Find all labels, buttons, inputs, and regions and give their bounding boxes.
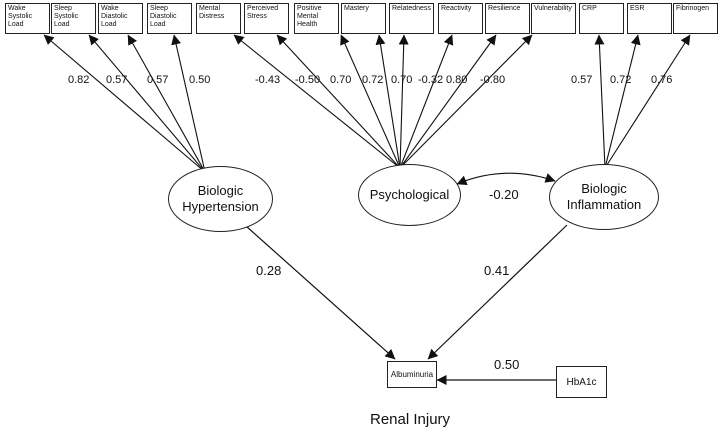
loading-arrow [398, 34, 409, 169]
indicator-box: Perceived Stress [244, 3, 289, 34]
indicator-box: Resilience [485, 3, 530, 34]
renal-injury-title: Renal Injury [370, 411, 451, 428]
indicator-box: Wake Systolic Load [5, 3, 50, 34]
indicator-box: Mastery [341, 3, 386, 34]
loading-arrow [375, 34, 401, 169]
loading-arrow [171, 34, 206, 173]
loading-label: 0.76 [651, 74, 673, 86]
loading-label: 0.72 [362, 74, 384, 86]
loading-arrow [594, 34, 606, 169]
loading-label: 0.70 [330, 74, 352, 86]
loading-label: 0.82 [68, 74, 90, 86]
loading-label: 0.70 [391, 74, 413, 86]
correlation-label: -0.20 [489, 187, 519, 202]
loading-label: -0.32 [418, 74, 444, 86]
hypertension-to-albuminuria-arrow [245, 225, 396, 360]
loading-arrow [127, 34, 206, 173]
loading-label: 0.72 [610, 74, 632, 86]
indicator-box: Sleep Systolic Load [51, 3, 96, 34]
loading-label: 0.80 [446, 74, 468, 86]
hba1c-box: HbA1c [556, 366, 607, 398]
loading-arrow [340, 34, 401, 169]
indicator-box: Wake Diastolic Load [98, 3, 143, 34]
hypertension-path-label: 0.28 [256, 263, 282, 278]
biologic-hypertension-factor: Biologic Hypertension [168, 166, 273, 232]
loading-arrow [604, 34, 641, 169]
loading-arrow [233, 34, 401, 169]
loading-arrow [399, 34, 533, 169]
loading-arrow [604, 34, 691, 169]
loading-label: 0.57 [571, 74, 593, 86]
loading-label: 0.57 [147, 74, 169, 86]
loading-arrows [43, 34, 691, 173]
albuminuria-box: Albuminuria [387, 361, 437, 388]
inflammation-to-albuminuria-arrow [427, 224, 568, 360]
hba1c-path-label: 0.50 [494, 357, 520, 372]
loading-label: -0.80 [480, 74, 506, 86]
indicator-box: Relatedness [389, 3, 434, 34]
indicator-box: Reactivity [438, 3, 483, 34]
indicator-box: Positive Mental Health [294, 3, 339, 34]
indicator-box: Vulnerability [531, 3, 576, 34]
loading-arrow [43, 34, 206, 173]
indicator-box: ESR [627, 3, 672, 34]
loading-label: 0.50 [189, 74, 211, 86]
indicator-box: CRP [579, 3, 624, 34]
correlation-arrow [456, 172, 556, 185]
indicator-box: Sleep Diastolic Load [147, 3, 192, 34]
loading-label: -0.50 [295, 74, 321, 86]
loading-label: -0.43 [255, 74, 281, 86]
psychological-factor: Psychological [358, 164, 461, 226]
loading-arrow [276, 34, 401, 169]
loading-label: 0.57 [106, 74, 128, 86]
loading-arrow [399, 34, 454, 169]
biologic-inflammation-factor: Biologic Inflammation [549, 164, 659, 230]
inflammation-path-label: 0.41 [484, 263, 510, 278]
indicator-box: Fibrinogen [673, 3, 718, 34]
indicator-box: Mental Distress [196, 3, 241, 34]
loading-arrow [399, 34, 497, 169]
loading-arrow [88, 34, 206, 173]
